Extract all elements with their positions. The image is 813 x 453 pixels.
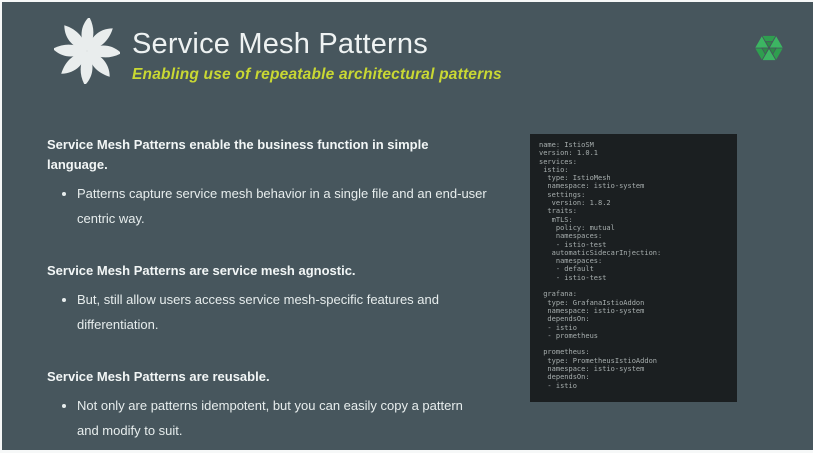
page-title: Service Mesh Patterns — [132, 28, 428, 60]
content-column: Service Mesh Patterns enable the busines… — [47, 135, 517, 450]
meshery-logo-icon — [751, 30, 787, 66]
section-mesh-agnostic: Service Mesh Patterns are service mesh a… — [47, 261, 517, 338]
section-heading: Service Mesh Patterns enable the busines… — [47, 137, 429, 173]
bullet-text: But, still allow users access service me… — [77, 292, 439, 333]
section-heading: Service Mesh Patterns are service mesh a… — [47, 263, 356, 279]
bullet-text: Patterns capture service mesh behavior i… — [77, 186, 487, 227]
bullet-list: But, still allow users access service me… — [47, 288, 517, 338]
header: Service Mesh Patterns Enabling use of re… — [132, 28, 502, 84]
list-item: Not only are patterns idempotent, but yo… — [77, 394, 487, 444]
section-reusable: Service Mesh Patterns are reusable. Not … — [47, 367, 517, 444]
bullet-list: Patterns capture service mesh behavior i… — [47, 182, 517, 232]
bullet-text: Not only are patterns idempotent, but yo… — [77, 398, 463, 439]
list-item: But, still allow users access service me… — [77, 288, 487, 338]
bullet-list: Not only are patterns idempotent, but yo… — [47, 394, 517, 444]
section-heading: Service Mesh Patterns are reusable. — [47, 369, 270, 385]
service-mesh-patterns-swirl-logo-icon — [52, 16, 122, 86]
yaml-pattern-code-block: name: IstioSM version: 1.0.1 services: i… — [530, 134, 737, 402]
page-subtitle: Enabling use of repeatable architectural… — [132, 66, 502, 84]
section-simple-language: Service Mesh Patterns enable the busines… — [47, 135, 517, 232]
list-item: Patterns capture service mesh behavior i… — [77, 182, 487, 232]
